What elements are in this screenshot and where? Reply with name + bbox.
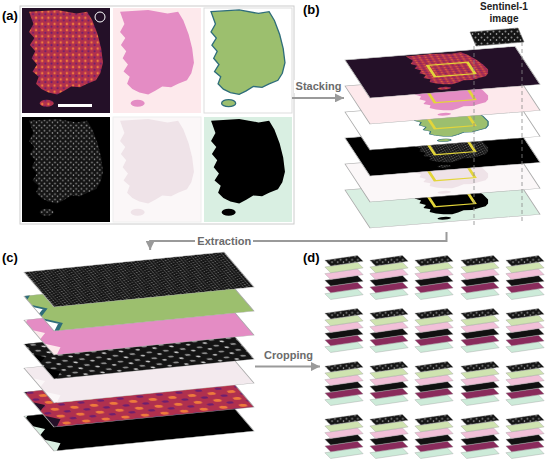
- input-map-tiles: [20, 6, 294, 224]
- extracted-stack: [1, 252, 329, 466]
- arrow-label: Stacking: [294, 80, 344, 93]
- arrow-label: Cropping: [262, 349, 315, 362]
- cropped-patches: [325, 256, 544, 459]
- image-label: Sentinel-1 image: [468, 1, 540, 25]
- figure-panel: (a): [22, 8, 292, 222]
- panel-letter: (d): [303, 250, 529, 266]
- arrow-label-text: Stacking: [294, 80, 344, 93]
- process-arrow: [255, 366, 320, 368]
- panel-letter: (a): [2, 8, 272, 24]
- map-tile: [113, 117, 201, 222]
- arrow-label-text: Extraction: [195, 235, 253, 248]
- arrow-label: Extraction: [195, 235, 253, 248]
- stacked-layers: [345, 28, 540, 228]
- map-tile: [204, 8, 292, 113]
- panel-letter: (c): [2, 250, 235, 266]
- image-label-text: Sentinel-1 image: [468, 1, 540, 25]
- figure-panel: (b): [345, 20, 548, 232]
- map-tile: [204, 117, 292, 222]
- map-tile: [22, 8, 110, 113]
- process-arrow: [150, 232, 446, 250]
- map-tile: [22, 117, 110, 222]
- arrow-label-text: Cropping: [262, 349, 315, 362]
- process-arrow: [292, 97, 344, 99]
- map-tile: [113, 8, 201, 113]
- figure-panel: (d): [322, 250, 548, 462]
- sentinel-tile: [470, 28, 524, 46]
- panel-letter: (b): [303, 2, 506, 18]
- figure-panel: (c): [22, 250, 255, 462]
